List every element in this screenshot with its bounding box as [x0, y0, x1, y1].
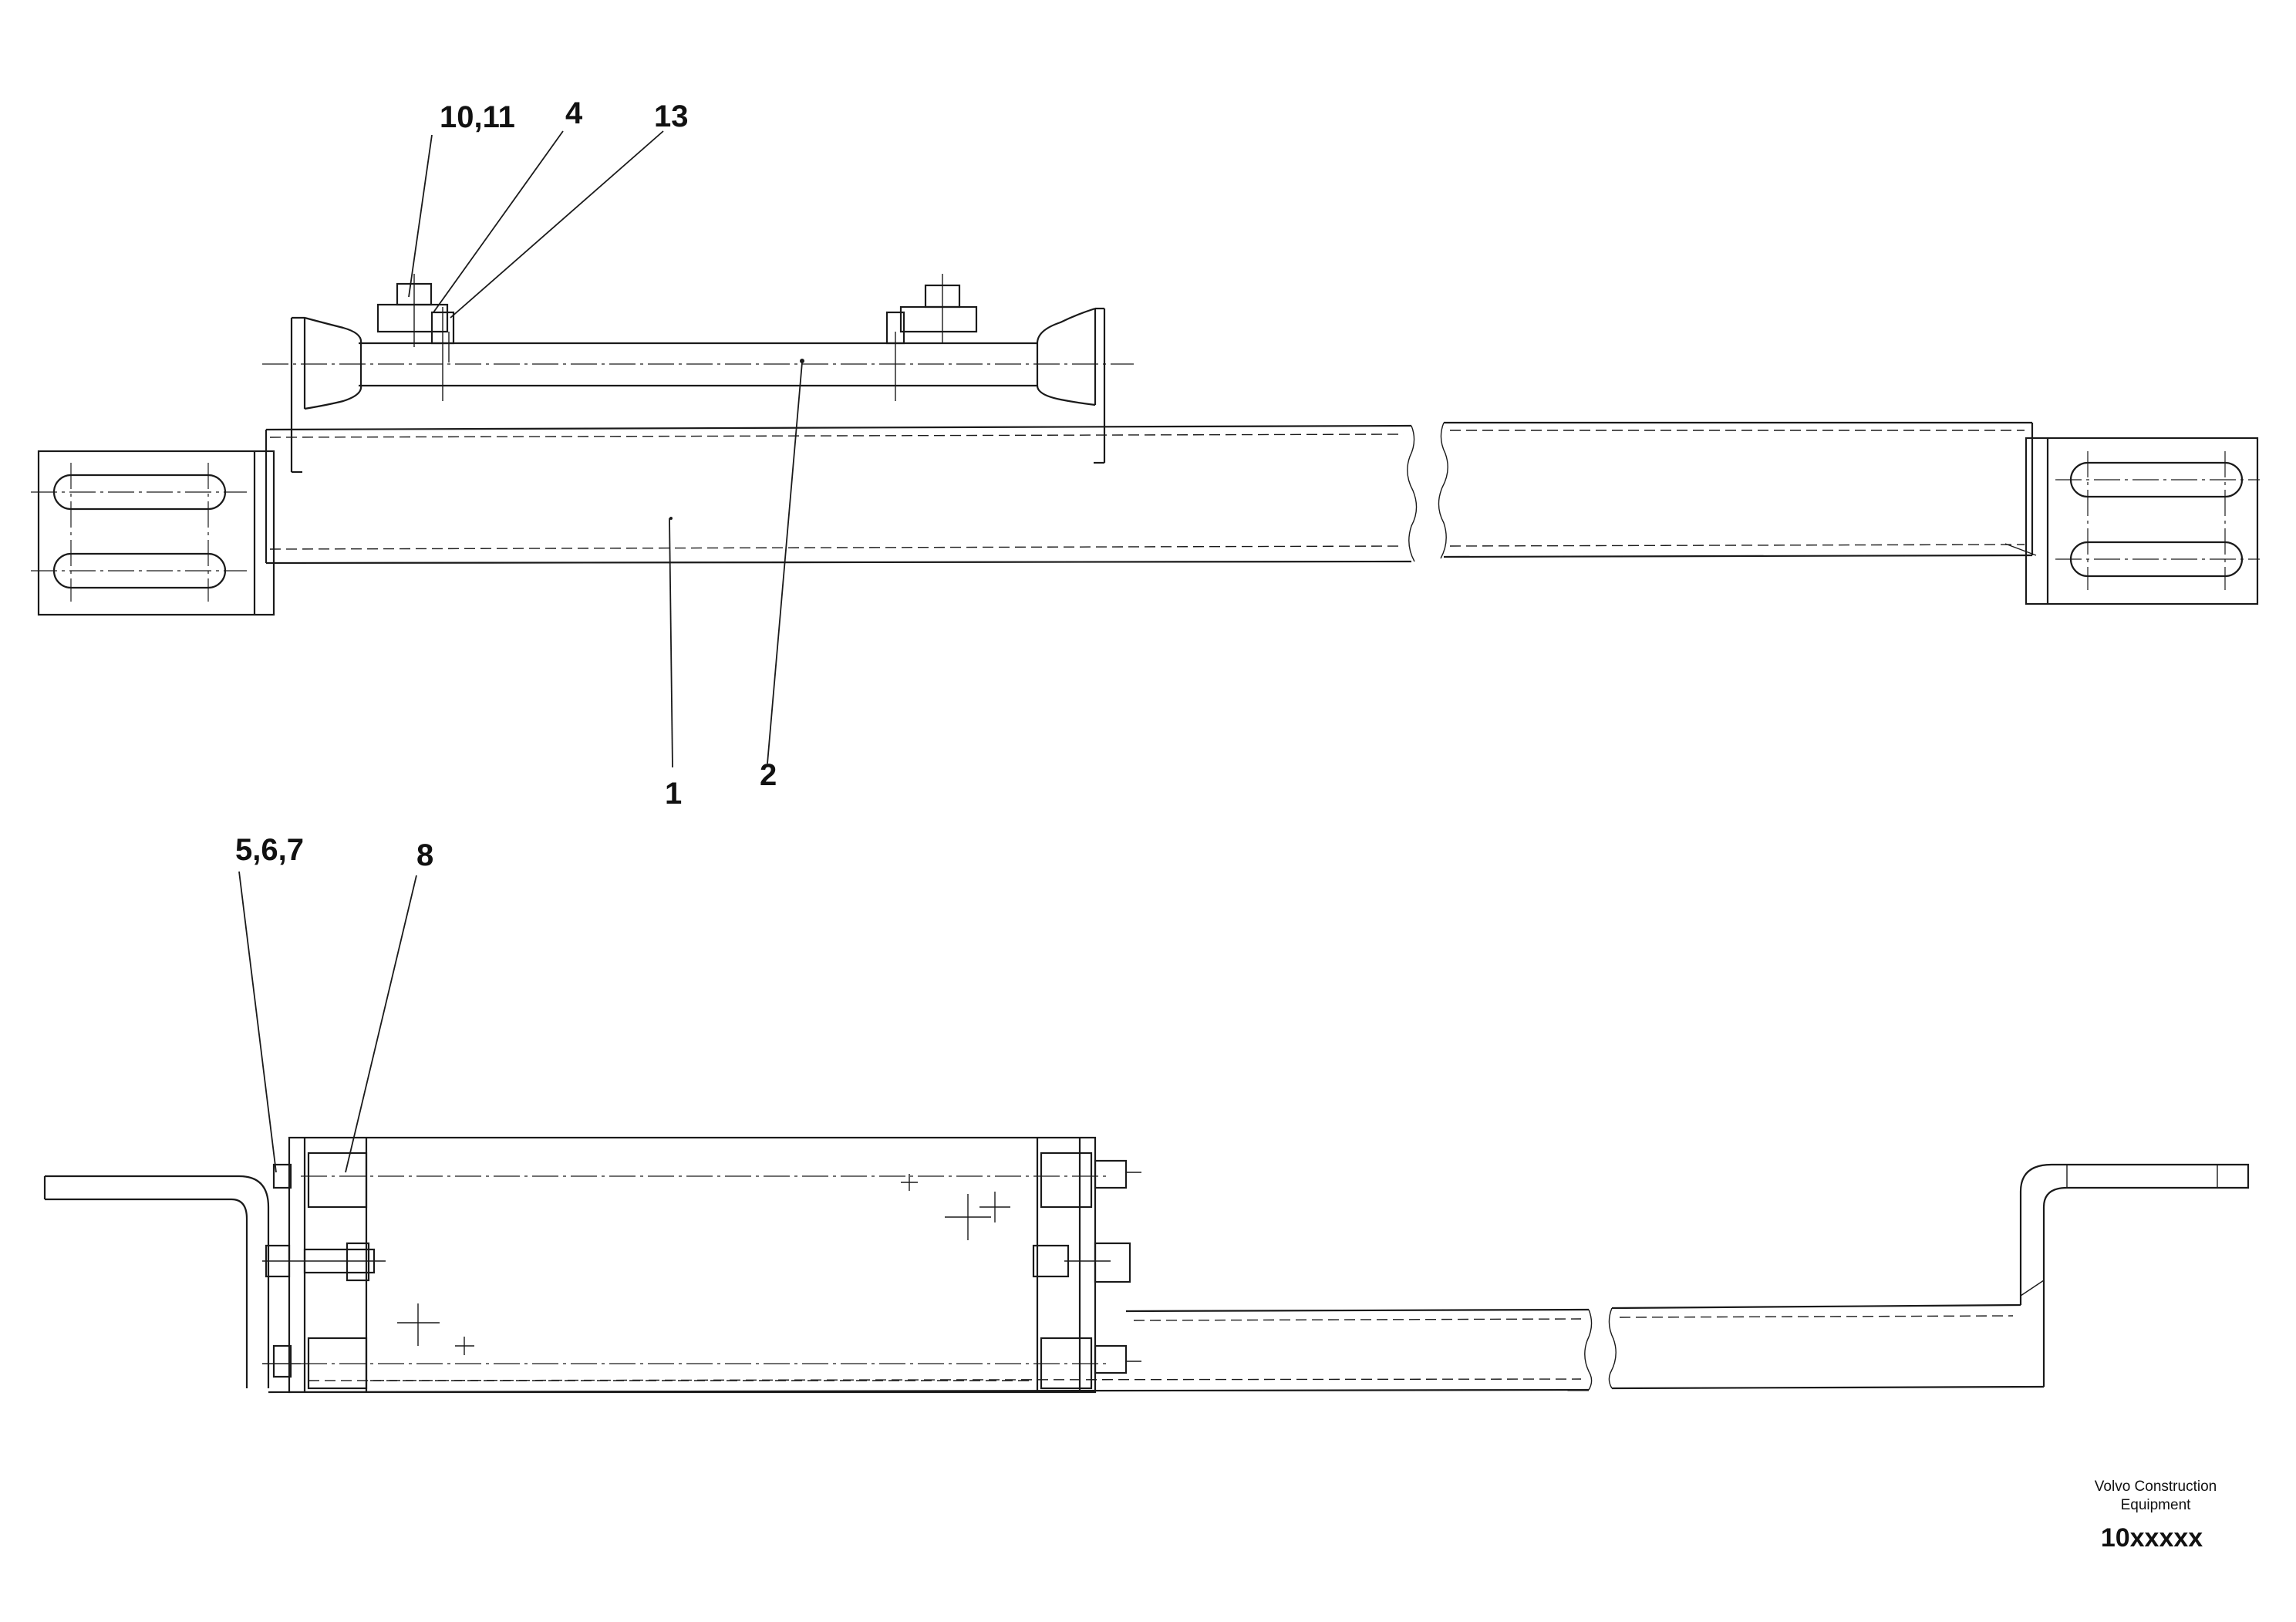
right-clamp-assembly — [885, 274, 978, 401]
callout-8: 8 — [416, 838, 433, 872]
left-bolt-assembly — [262, 1163, 386, 1378]
callout-labels: 10,11 4 13 1 2 5,6,7 8 — [235, 96, 777, 872]
callout-5-6-7: 5,6,7 — [235, 833, 304, 867]
left-bent-bracket — [43, 1175, 270, 1388]
right-mounting-plate — [2025, 437, 2260, 605]
right-bolt-assembly — [1032, 1159, 1141, 1374]
left-mounting-plate — [31, 450, 275, 616]
right-bent-bracket — [2019, 1163, 2250, 1387]
company-name-line2: Equipment — [2121, 1497, 2192, 1513]
callout-10-11: 10,11 — [440, 100, 515, 134]
main-tube-right — [1438, 421, 2037, 559]
company-name-line1: Volvo Construction — [2095, 1479, 2217, 1495]
main-tube-left — [265, 424, 1418, 565]
leader-lines — [238, 130, 803, 1173]
bottom-view — [43, 1136, 2250, 1394]
drawing-number: 10xxxxx — [2101, 1523, 2203, 1553]
upper-shaft — [262, 307, 1134, 474]
top-view — [31, 274, 2260, 616]
roller-housing — [288, 1136, 1111, 1394]
left-clamp-assembly — [376, 274, 455, 401]
callout-1: 1 — [665, 777, 682, 811]
callout-4: 4 — [565, 96, 583, 130]
long-bottom-beam — [268, 1303, 2045, 1394]
title-block: Volvo Construction Equipment 10xxxxx — [2095, 1479, 2217, 1553]
callout-13: 13 — [654, 99, 689, 133]
callout-2: 2 — [760, 758, 777, 792]
